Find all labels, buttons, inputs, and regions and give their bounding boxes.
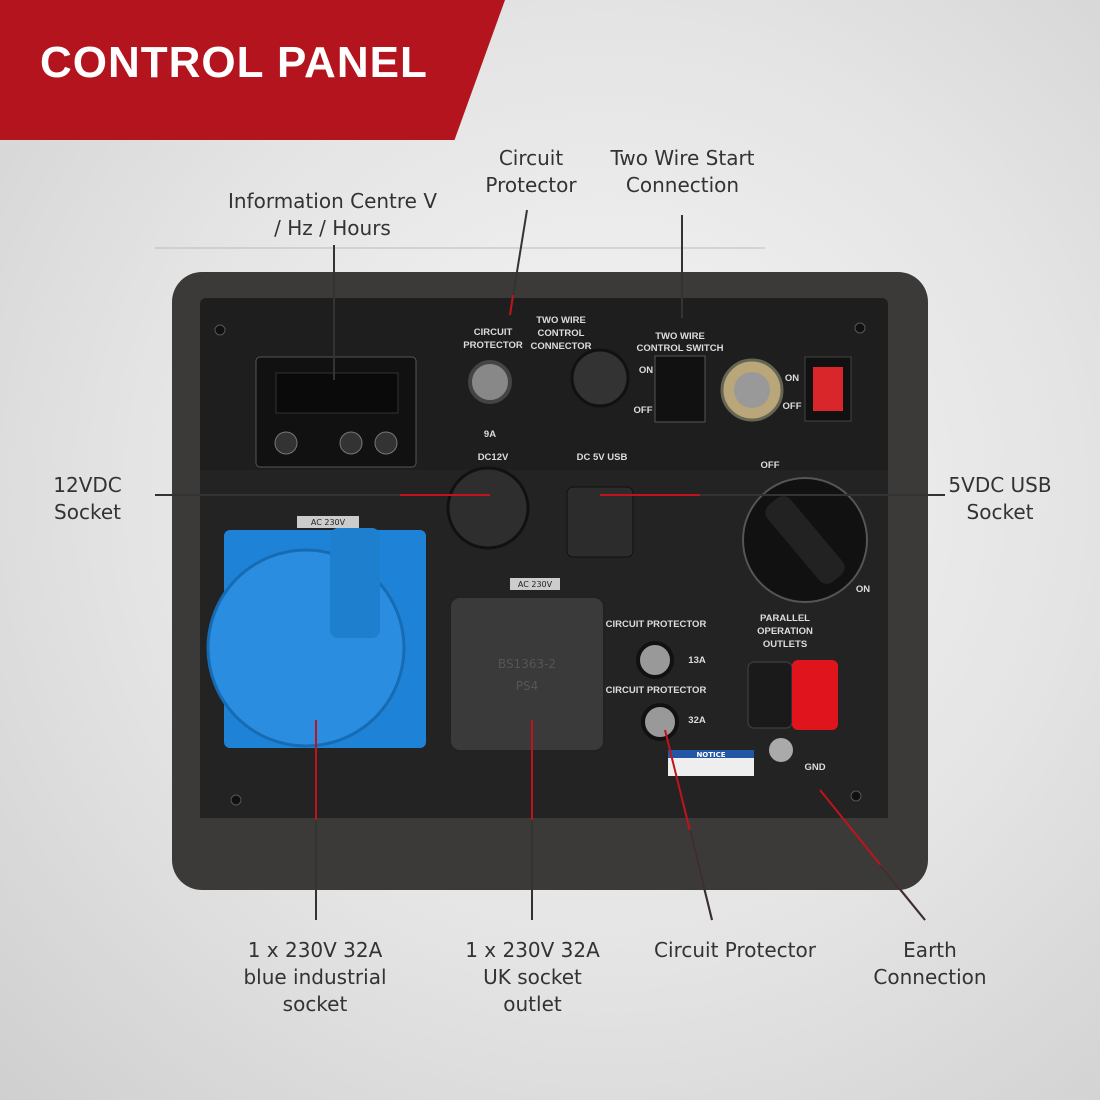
svg-text:NOTICE: NOTICE — [696, 751, 725, 759]
callout-12vdc: 12VDC Socket — [53, 473, 122, 524]
svg-text:OPERATION: OPERATION — [757, 626, 813, 637]
svg-text:DC12V: DC12V — [478, 452, 509, 463]
page-title: CONTROL PANEL — [40, 38, 428, 87]
callout-info-centre: Information Centre V / Hz / Hours — [227, 189, 438, 240]
information-display — [255, 356, 417, 468]
svg-text:OFF: OFF — [783, 401, 802, 412]
svg-text:CONNECTOR: CONNECTOR — [530, 341, 591, 352]
callout-circuit-protector-top: Circuit Protector — [485, 146, 577, 197]
circuit-protector-9a — [468, 360, 512, 404]
header-banner — [0, 0, 505, 140]
two-wire-connector — [570, 348, 630, 408]
usb-socket — [566, 486, 634, 558]
label-circuit-protector: CIRCUIT — [474, 327, 513, 338]
svg-text:PS4: PS4 — [516, 679, 539, 693]
svg-text:ON: ON — [785, 373, 799, 384]
svg-text:PARALLEL: PARALLEL — [760, 613, 810, 624]
callout-uk-socket: 1 x 230V 32A UK socket outlet — [465, 938, 600, 1016]
svg-text:PROTECTOR: PROTECTOR — [463, 340, 523, 351]
svg-text:CONTROL SWITCH: CONTROL SWITCH — [637, 343, 724, 354]
svg-text:DC 5V USB: DC 5V USB — [577, 452, 628, 463]
svg-text:AC 230V: AC 230V — [311, 518, 346, 527]
uk-socket — [449, 596, 605, 752]
callout-usb: 5VDC USB Socket — [948, 473, 1052, 524]
svg-text:OUTLETS: OUTLETS — [763, 639, 807, 650]
svg-text:ON: ON — [856, 584, 870, 595]
svg-text:GND: GND — [804, 762, 825, 773]
svg-text:ON: ON — [639, 365, 653, 376]
callout-earth: Earth Connection — [873, 938, 987, 989]
callout-circuit-protector-bottom: Circuit Protector — [654, 938, 816, 962]
svg-text:OFF: OFF — [634, 405, 653, 416]
svg-text:BS1363-2: BS1363-2 — [498, 657, 556, 671]
svg-text:32A: 32A — [688, 715, 706, 726]
svg-text:9A: 9A — [484, 429, 496, 440]
dc12v-socket — [446, 466, 530, 550]
svg-text:CIRCUIT PROTECTOR: CIRCUIT PROTECTOR — [606, 685, 707, 696]
svg-text:CONTROL: CONTROL — [538, 328, 585, 339]
svg-text:13A: 13A — [688, 655, 706, 666]
parallel-outlet-black — [747, 661, 793, 729]
svg-text:CIRCUIT PROTECTOR: CIRCUIT PROTECTOR — [606, 619, 707, 630]
svg-text:AC 230V: AC 230V — [518, 580, 553, 589]
dial-off-label: OFF — [761, 460, 780, 471]
parallel-outlet-red — [792, 660, 838, 730]
battery-switch — [813, 367, 843, 411]
two-wire-switch — [654, 355, 706, 423]
callout-two-wire: Two Wire Start Connection — [610, 146, 755, 197]
callout-blue-socket: 1 x 230V 32A blue industrial socket — [243, 938, 387, 1016]
earth-terminal — [769, 738, 793, 762]
svg-text:TWO WIRE: TWO WIRE — [536, 315, 586, 326]
svg-text:TWO WIRE: TWO WIRE — [655, 331, 705, 342]
